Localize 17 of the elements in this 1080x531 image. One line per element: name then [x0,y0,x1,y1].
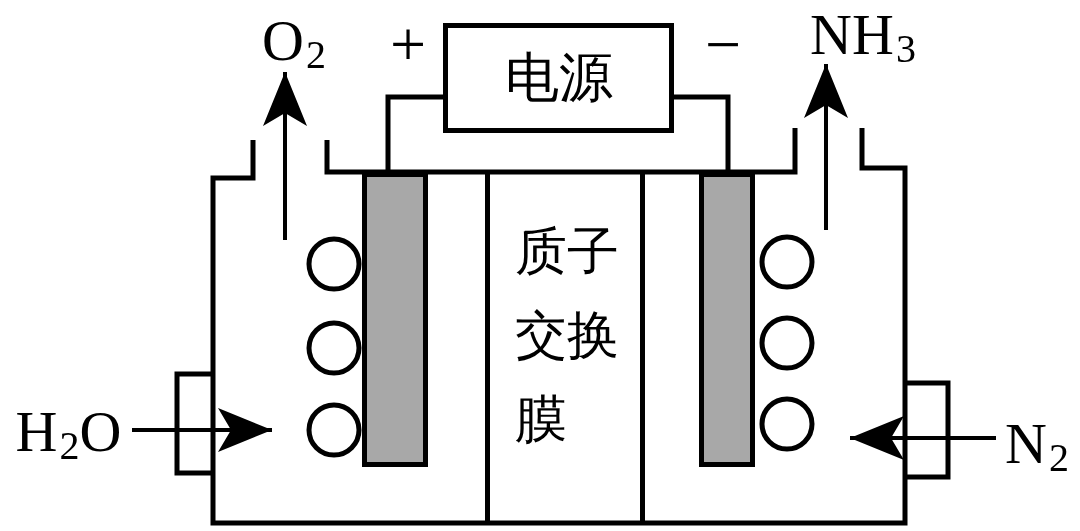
formula-label: N$_{2}$ [996,412,1078,476]
arrow [263,72,307,240]
membrane-band [485,172,645,523]
plus-sign: + [388,14,428,76]
electrode [699,172,755,467]
electrode [362,172,428,467]
formula-label: H$_{2}$O [5,400,132,464]
arrow [132,408,272,452]
wire [674,94,731,172]
arrow [850,416,996,460]
membrane-label: 质子交换膜 [515,222,620,450]
formula-label: NH$_{3}$ [797,6,929,64]
wire [385,94,443,172]
minus-sign: − [703,14,743,76]
arrow [804,64,848,230]
power-supply-box: 电源 [443,23,674,133]
formula-label: O$_{2}$ [256,10,332,72]
